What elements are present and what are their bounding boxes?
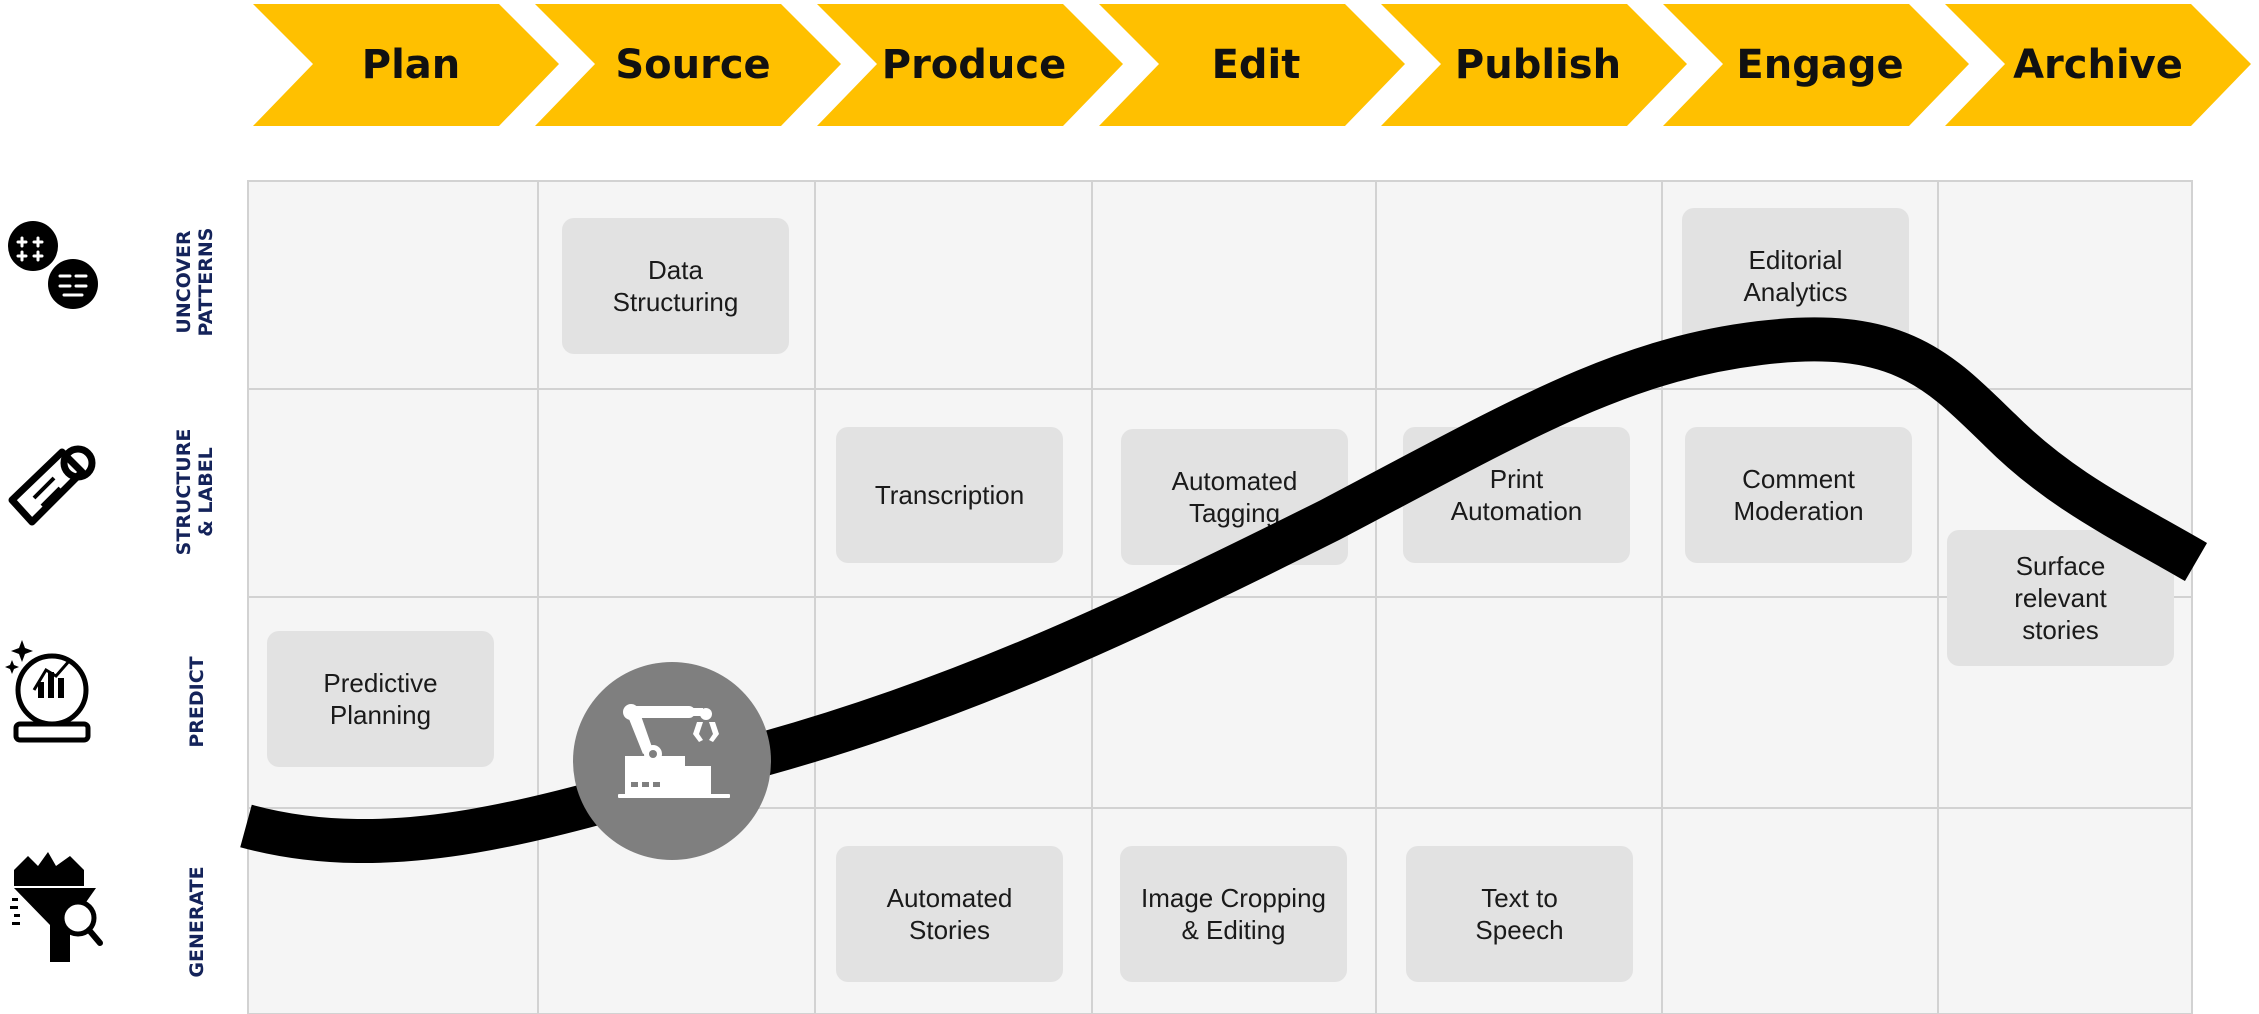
crystal-ball-icon [5,640,91,743]
stage-label-plan: Plan [362,42,461,88]
row-label-generate: GENERATE [186,866,208,977]
tag-icon [8,445,96,526]
card-comment-moderation: Comment Moderation [1685,427,1912,563]
card-editorial-analytics: Editorial Analytics [1682,208,1909,344]
card-predictive-planning: Predictive Planning [267,631,494,767]
row-label-line: & LABEL [195,447,217,537]
card-surface-relevant-stories: Surface relevant stories [1947,530,2174,666]
stage-label-engage: Engage [1736,42,1903,88]
stage-label-archive: Archive [2013,42,2183,88]
card-print-automation: Print Automation [1403,427,1630,563]
robot-arm-icon [618,704,730,798]
stage-chevron-plan: Plan [253,4,559,126]
stage-chevron-source: Source [535,4,841,126]
patterns-icon [8,221,98,309]
stage-chevron-engage: Engage [1663,4,1969,126]
stage-chevron-archive: Archive [1945,4,2251,126]
stage-chevron-produce: Produce [817,4,1123,126]
card-data-structuring: Data Structuring [562,218,789,354]
robot-badge [573,662,771,860]
card-transcription: Transcription [836,427,1063,563]
row-label-line: PREDICT [186,656,208,747]
row-label-uncover-patterns: UNCOVER PATTERNS [173,228,217,337]
row-label-predict: PREDICT [186,656,208,747]
card-automated-tagging: Automated Tagging [1121,429,1348,565]
funnel-icon [10,852,103,962]
stage-label-edit: Edit [1212,42,1301,88]
stage-chevron-edit: Edit [1099,4,1405,126]
card-image-cropping-editing: Image Cropping & Editing [1120,846,1347,982]
row-label-line: STRUCTURE [173,429,195,556]
card-text-to-speech: Text to Speech [1406,846,1633,982]
stage-label-publish: Publish [1455,42,1621,88]
row-label-structure-label: STRUCTURE & LABEL [173,429,217,556]
row-label-line: UNCOVER [173,230,195,334]
stage-label-produce: Produce [882,42,1066,88]
row-label-line: GENERATE [186,866,208,977]
stage-label-source: Source [615,42,770,88]
row-label-line: PATTERNS [195,228,217,337]
card-automated-stories: Automated Stories [836,846,1063,982]
stage-banner: Plan Source Produce Edit Publish Engage … [253,4,2251,126]
stage-chevron-publish: Publish [1381,4,1687,126]
